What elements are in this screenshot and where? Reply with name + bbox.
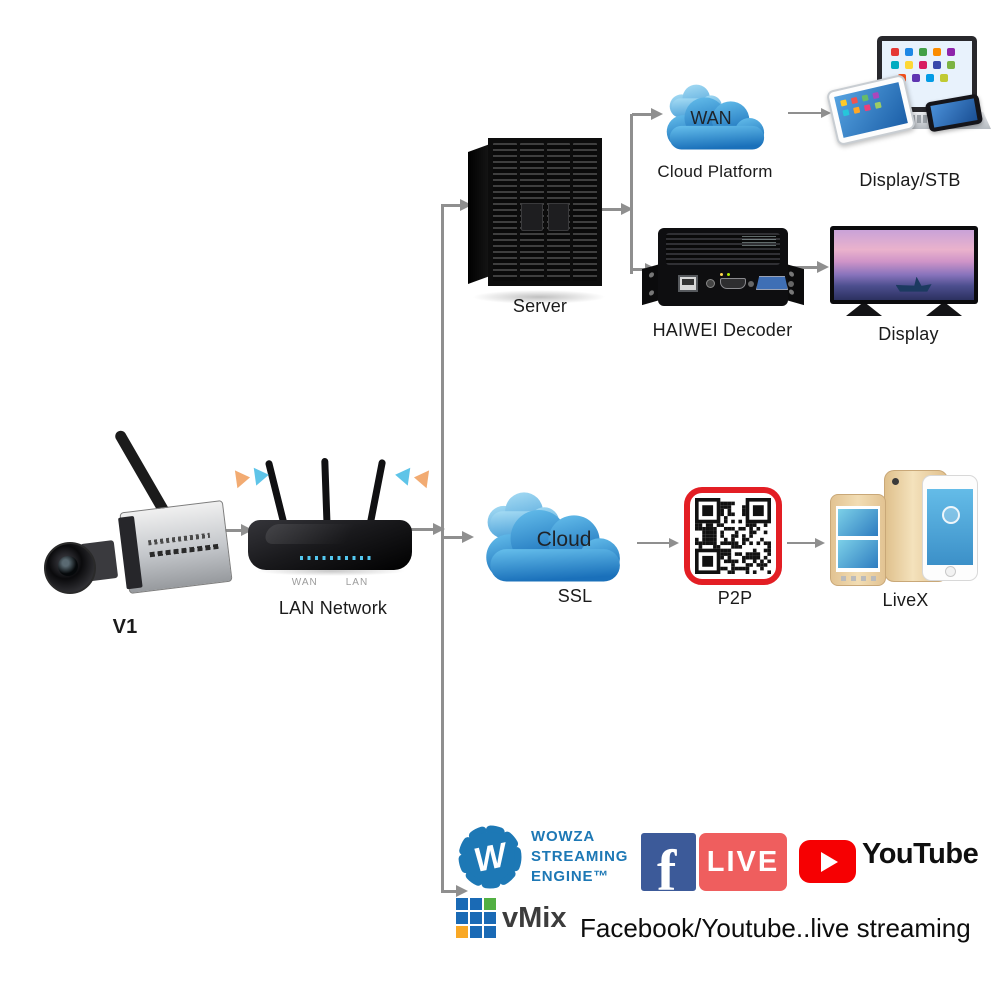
arrow-cloud-to-p2p [637,538,679,548]
wowza-logo: W WOWZA STREAMING ENGINE™ [455,820,637,896]
ip-camera-image [44,420,233,610]
qr-code-image [684,487,782,585]
ssl-cloud-text: Cloud [536,528,592,551]
router-label: LAN Network [278,598,388,618]
wowza-wordmark: WOWZA STREAMING ENGINE™ [531,828,629,885]
router-port-labels: WAN LAN [238,577,422,588]
camera-label: V1 [112,616,138,638]
streaming-caption: Facebook/Youtube..live streaming [580,913,971,943]
arrow-trunk-to-server [441,199,472,211]
tablet-icon [825,73,917,147]
youtube-play-icon [799,840,856,883]
cloud-icon [666,84,765,150]
hdmi-port-icon [720,278,746,289]
decoder-label: HAIWEI Decoder [652,320,793,340]
wowza-gear-icon: W [458,825,522,889]
ethernet-port-icon [678,275,698,292]
lan-port-label: LAN [345,577,369,588]
camera-body-markings [147,532,211,546]
vmix-wordmark: vMix [502,902,567,934]
cloud-platform-label: Cloud Platform [657,162,773,181]
ssl-label: SSL [557,586,593,606]
boat-picture [895,276,932,292]
tv-screen [834,230,974,300]
vmix-icon [456,898,496,938]
wifi-router-image: WAN LAN [234,444,430,588]
camera-body [118,499,233,595]
vga-port-icon [756,276,788,290]
ssl-cloud-icon: Cloud [466,484,628,598]
p2p-label: P2P [717,588,753,608]
app-icons [891,48,899,56]
camera-lens-icon [44,542,96,594]
phone-front-icon [922,475,978,581]
branch-line [630,114,633,274]
wan-cloud-icon: WAN [652,78,770,162]
wan-cloud-text: WAN [690,108,732,128]
trunk-line [441,205,444,893]
facebook-icon: f [641,833,696,891]
display-stb-label: Display/STB [859,170,961,190]
qr-code-pattern [695,498,771,574]
arrow-decoder-to-display [792,261,829,273]
arrow-branch-to-wan-cloud [632,108,663,120]
display-label: Display [878,324,939,344]
laptop-icon [877,36,977,112]
livex-label: LiveX [882,590,929,610]
arrow-p2p-to-livex [787,538,825,548]
cloud-icon [486,492,620,582]
display-stb-image [825,36,991,170]
facebook-f-letter: f [657,838,677,891]
arrow-cloud-to-displaystb [788,108,831,118]
phone-app-icon [830,494,886,586]
wifi-signal-icon-right [393,465,430,489]
wan-port-label: WAN [291,577,318,588]
wifi-signal-icon-left [234,465,271,489]
arrow-trunk-to-streaming [441,885,468,897]
facebook-live-badge: LIVE [699,833,787,891]
router-led-lights [300,556,374,560]
livex-phones-image [830,470,980,590]
server-label: Server [512,296,568,316]
router-body [248,520,412,570]
server-rack-image [468,138,608,304]
youtube-wordmark: YouTube [862,838,979,870]
haiwei-decoder-image [642,222,804,316]
tv-display-image [830,226,978,320]
arrow-trunk-to-ssl-cloud [443,531,474,543]
